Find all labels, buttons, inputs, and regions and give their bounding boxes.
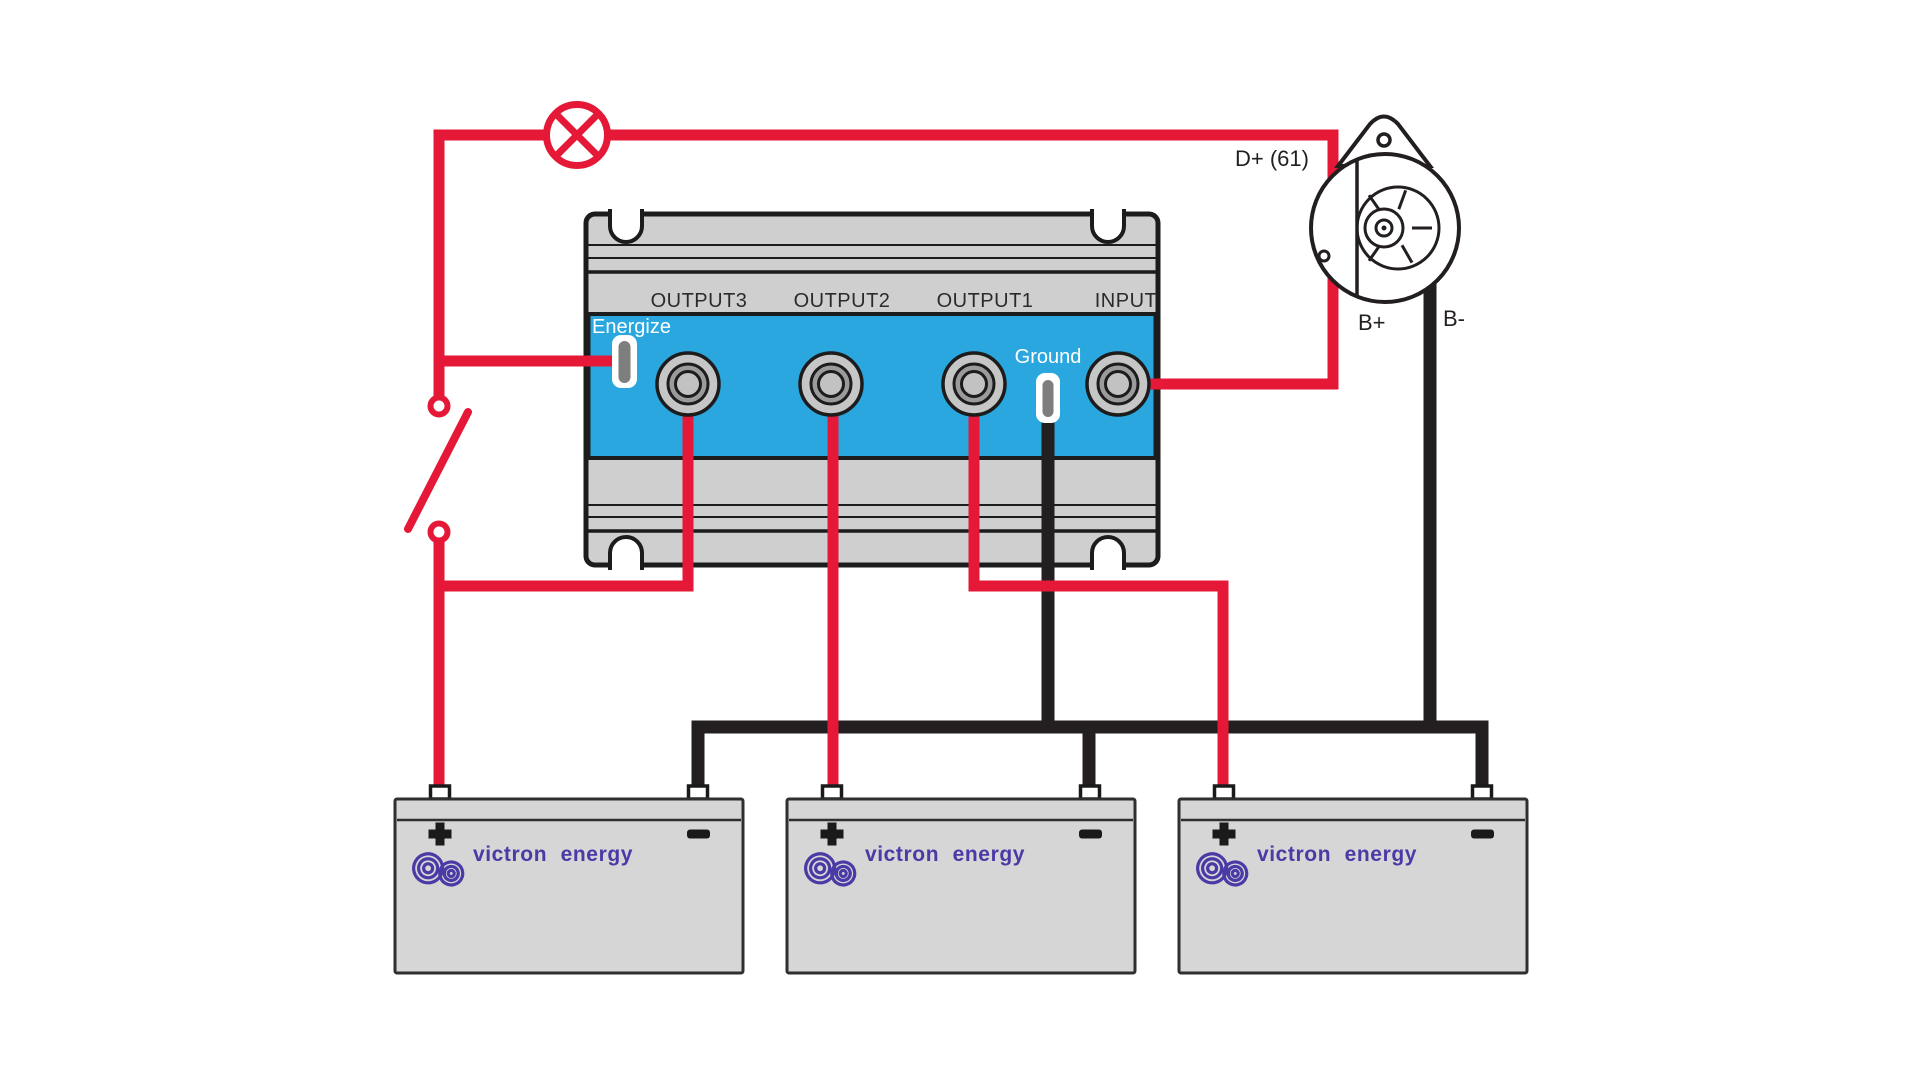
terminal-label-output2: OUTPUT2	[794, 290, 891, 312]
energize-switch	[404, 394, 472, 544]
battery2-minus-clamp	[1078, 784, 1102, 801]
terminal-label-input: INPUT	[1095, 290, 1158, 312]
switch-top-contact	[427, 394, 451, 418]
plus-marker	[428, 822, 452, 846]
victron-brand-text: victron energy	[865, 843, 1025, 866]
plus-marker	[1212, 822, 1236, 846]
fan-rim	[1355, 185, 1441, 271]
notch-top-right	[1090, 209, 1126, 244]
ground-terminal	[1036, 373, 1060, 423]
energize-terminal	[612, 335, 637, 388]
ground-terminal-pin	[1042, 380, 1054, 417]
switch-bottom-contact	[427, 520, 451, 544]
battery1-minus-clamp	[686, 784, 710, 801]
casing-rib-lines	[587, 244, 1157, 518]
ground-label: Ground	[1015, 346, 1082, 368]
pulley-axle	[1381, 225, 1387, 231]
positive-wiring	[433, 129, 1339, 797]
battery2-case	[785, 797, 1137, 975]
housing-bolt-hole	[1317, 249, 1331, 263]
energize-label: Energize	[592, 316, 671, 338]
casing-groove-lines	[587, 270, 1157, 533]
lamp-dplus-input-wire	[433, 129, 1339, 397]
victron-logo-icon	[804, 852, 857, 887]
input-stud	[1085, 351, 1151, 417]
victron-logo-icon	[412, 852, 465, 887]
alternator-labels: D+ (61) B+ B-	[1235, 146, 1465, 335]
victron-brand-text: victron energy	[473, 843, 633, 866]
d-plus-label: D+ (61)	[1235, 146, 1309, 171]
minus-marker	[1079, 829, 1102, 839]
battery1-case	[393, 797, 745, 975]
notch-top-left	[608, 209, 644, 244]
battery1-plus-clamp	[428, 784, 452, 801]
minus-marker	[1471, 829, 1494, 839]
terminal-label-output3: OUTPUT3	[651, 290, 748, 312]
switch-blade	[404, 408, 472, 533]
battery3-plus-clamp	[1212, 784, 1236, 801]
battery3-case	[1177, 797, 1529, 975]
plus-marker	[820, 822, 844, 846]
b-minus-label: B-	[1443, 306, 1465, 331]
battery2-plus-clamp	[820, 784, 844, 801]
battery-3: victron energy	[1177, 784, 1529, 975]
battery-2: victron energy	[785, 784, 1137, 975]
bracket-hole	[1376, 132, 1392, 148]
output3-stud	[655, 351, 721, 417]
output1-wire	[968, 384, 1229, 797]
victron-brand-text: victron energy	[1257, 843, 1417, 866]
minus-marker	[687, 829, 710, 839]
victron-logo-icon	[1196, 852, 1249, 887]
battery-1: victron energy	[393, 784, 745, 975]
alternator	[1309, 114, 1461, 304]
notch-bottom-right	[1090, 535, 1126, 570]
output1-stud	[941, 351, 1007, 417]
battery3-minus-clamp	[1470, 784, 1494, 801]
isolator-terminals	[612, 335, 1151, 423]
lamp-cross-icon	[552, 110, 602, 160]
energize-terminal-pin	[618, 341, 631, 383]
terminal-label-output1: OUTPUT1	[937, 290, 1034, 312]
terminal-label-row: OUTPUT3 OUTPUT2 OUTPUT1 INPUT	[651, 290, 1158, 312]
charge-indicator-lamp	[543, 101, 611, 169]
output3-wire	[441, 384, 694, 592]
output2-stud	[798, 351, 864, 417]
mounting-notches	[608, 209, 1126, 570]
b-plus-label: B+	[1358, 310, 1386, 335]
notch-bottom-left	[608, 535, 644, 570]
